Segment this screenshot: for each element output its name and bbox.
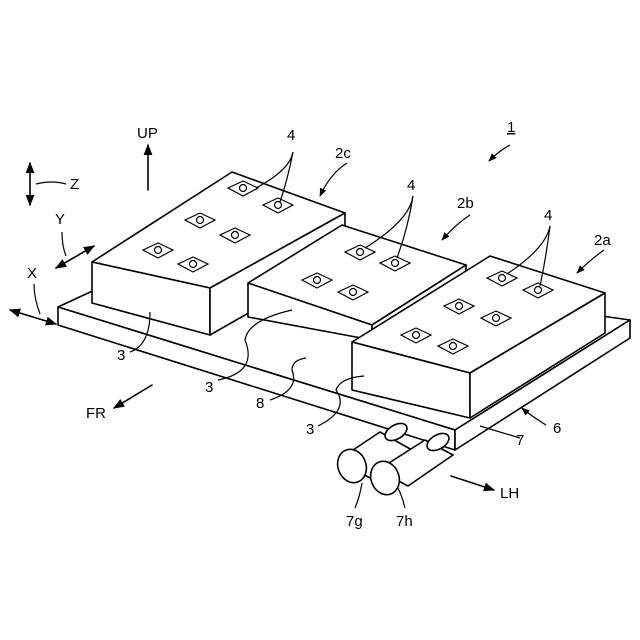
terminal-label-2a: 4 bbox=[544, 207, 552, 224]
cell-label-2a: 3 bbox=[306, 421, 314, 438]
device-number: 1 bbox=[507, 119, 515, 136]
pipe-7g-label: 7g bbox=[346, 513, 363, 530]
module-2b-label: 2b bbox=[457, 195, 474, 212]
x-axis-arrow bbox=[10, 310, 56, 324]
terminal-label-2c: 4 bbox=[287, 127, 295, 144]
left-arrow bbox=[451, 476, 494, 490]
left-label: LH bbox=[500, 485, 519, 502]
cell-label-2c: 3 bbox=[117, 347, 125, 364]
terminal-label-2b: 4 bbox=[407, 177, 415, 194]
module-2a-label: 2a bbox=[594, 232, 611, 249]
cell-label-2b: 3 bbox=[205, 379, 213, 396]
front-arrow bbox=[114, 385, 152, 408]
z-label: Z bbox=[70, 176, 79, 193]
sheet-label: 8 bbox=[256, 395, 264, 412]
cooler-label: 6 bbox=[553, 420, 561, 437]
y-label: Y bbox=[55, 211, 65, 228]
up-label: UP bbox=[137, 125, 158, 142]
y-axis-arrow bbox=[56, 246, 94, 268]
pipe-7h-label: 7h bbox=[396, 513, 413, 530]
module-2c-label: 2c bbox=[335, 145, 351, 162]
front-label: FR bbox=[86, 405, 106, 422]
plate-label: 7 bbox=[516, 432, 524, 449]
x-label: X bbox=[27, 265, 37, 282]
